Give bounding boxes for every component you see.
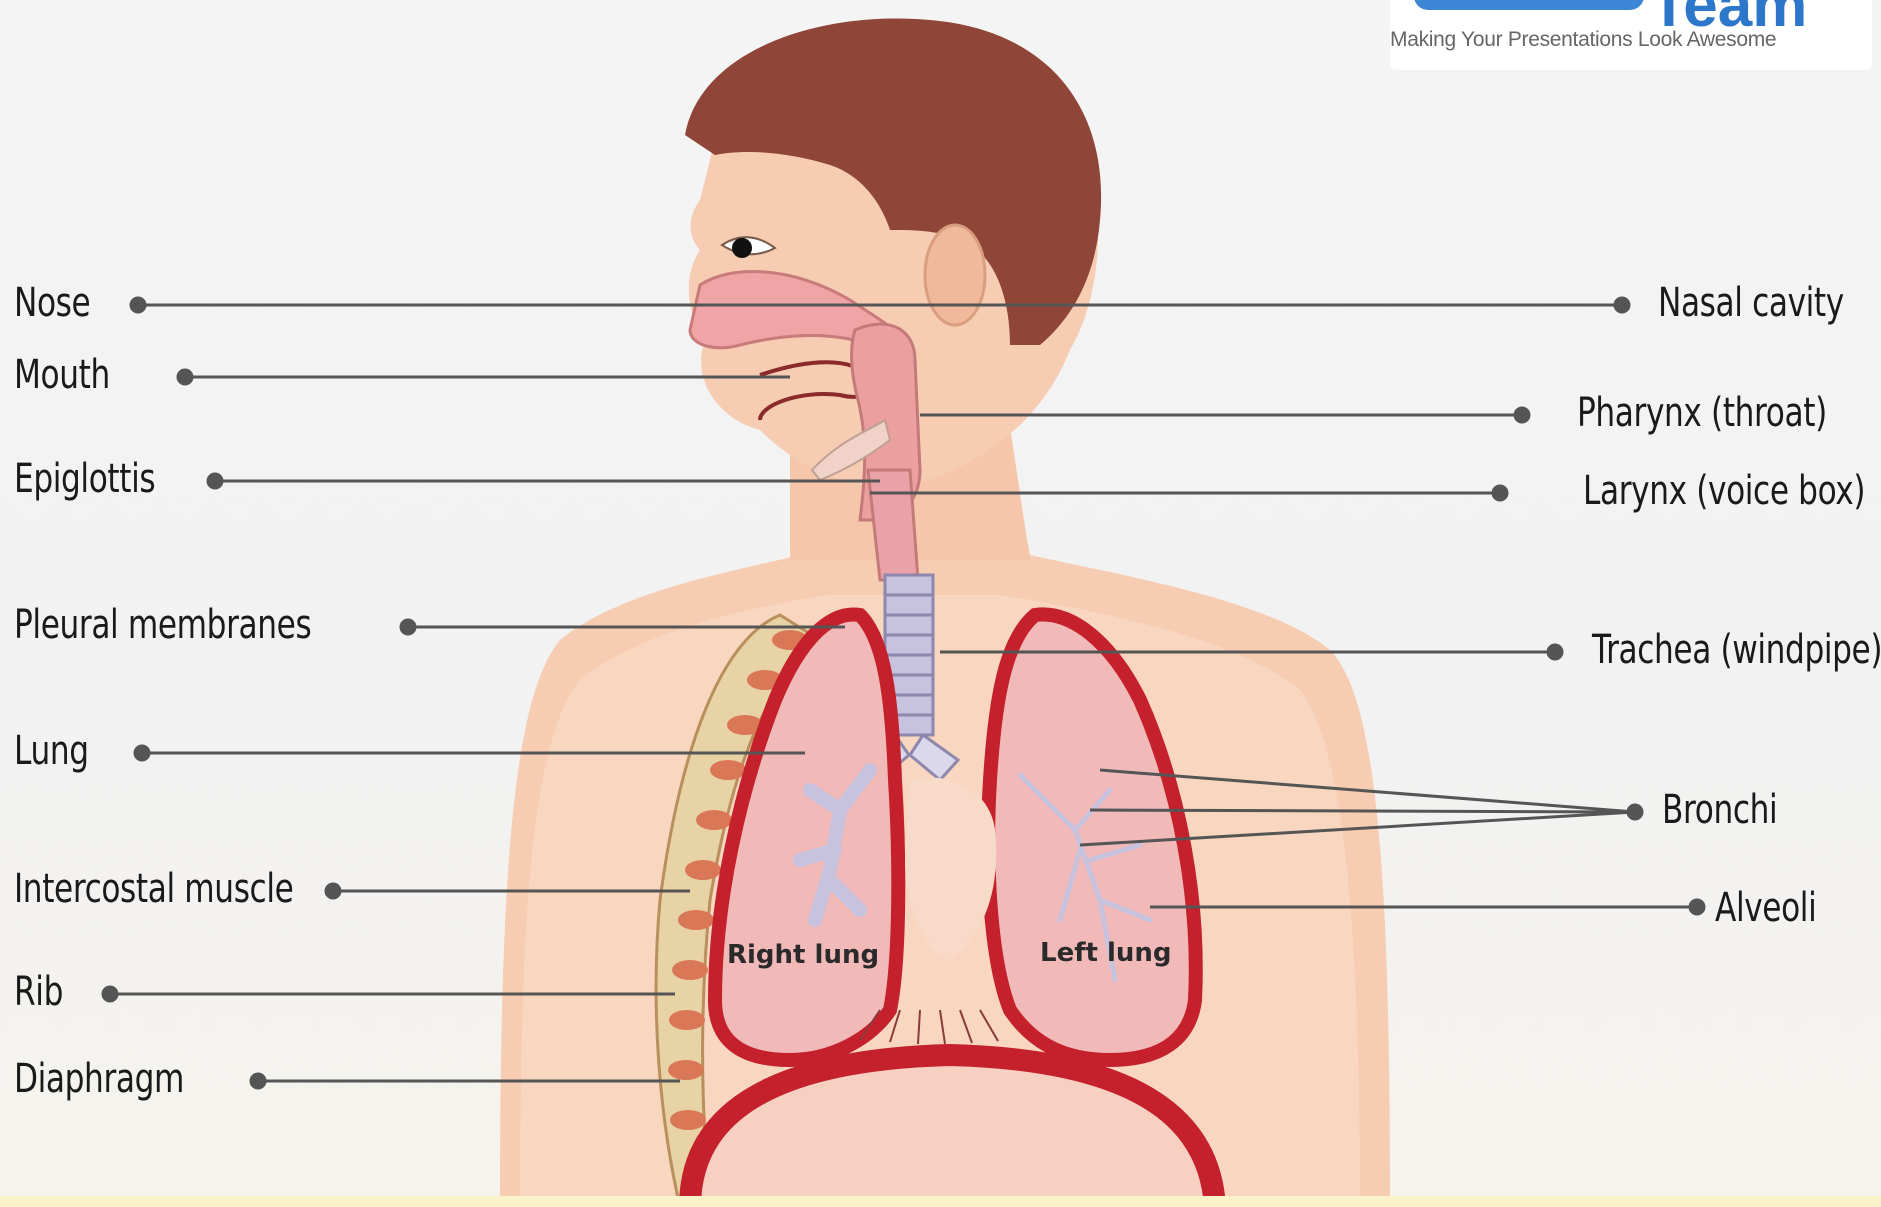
label-nose: Nose [14,280,90,326]
left-lung-label: Left lung [1040,938,1172,968]
label-diaphragm: Diaphragm [14,1056,184,1102]
label-rib: Rib [14,969,63,1015]
label-alveoli: Alveoli [1715,885,1816,931]
label-lung: Lung [14,728,89,774]
right-lung-label: Right lung [727,940,879,970]
label-bronchi: Bronchi [1662,787,1777,833]
ear [925,225,985,325]
label-epiglottis: Epiglottis [14,456,155,502]
label-intercostal-muscle: Intercostal muscle [14,866,293,912]
pupil [732,238,752,258]
label-larynx: Larynx (voice box) [1583,468,1865,514]
label-trachea: Trachea (windpipe) [1592,627,1881,673]
label-mouth: Mouth [14,352,110,398]
label-pleural-membranes: Pleural membranes [14,602,311,648]
label-pharynx: Pharynx (throat) [1577,390,1827,436]
bottom-strip [0,1196,1881,1207]
label-nasal-cavity: Nasal cavity [1658,280,1844,326]
